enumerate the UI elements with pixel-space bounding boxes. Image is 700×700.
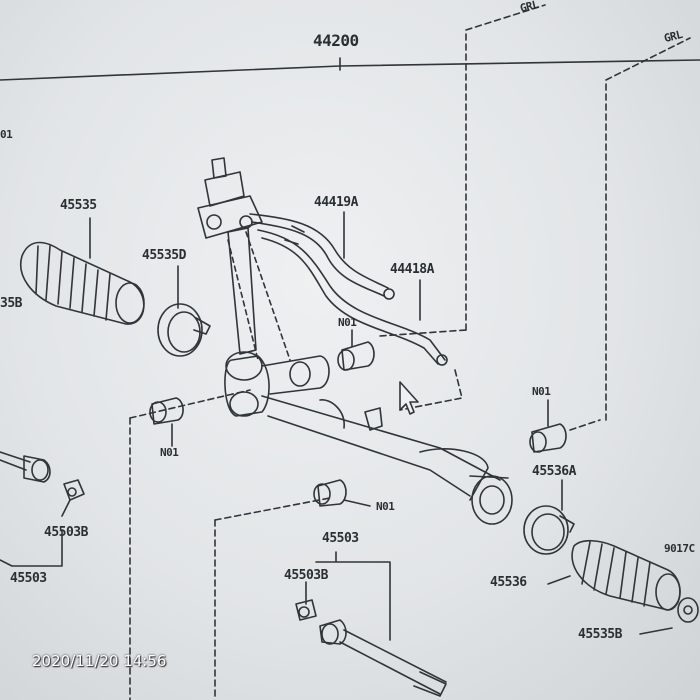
- label-bushing-right: N01: [532, 385, 551, 398]
- assembly-bracket-line: [0, 59, 700, 81]
- label-boot-right: 45536: [490, 575, 527, 590]
- boot-left: [19, 241, 145, 325]
- valve-body: [197, 157, 291, 361]
- bushing-bottom: [313, 479, 347, 507]
- label-clamp-left: 45535D: [142, 248, 186, 263]
- label-boot-left: 45535: [60, 198, 97, 213]
- label-bushing-bottom: N01: [376, 500, 395, 513]
- pointer-cursor: [399, 381, 419, 415]
- label-assembly: 44200: [313, 31, 359, 50]
- label-edge-right: 9017C: [664, 542, 695, 555]
- label-bushing-top: N01: [338, 316, 357, 329]
- label-tube-b: 44418A: [390, 262, 434, 277]
- bushing-top: [337, 341, 375, 371]
- clamp-right: [523, 505, 575, 555]
- tierod-center: [295, 599, 447, 697]
- clamp-left: [157, 303, 211, 357]
- nut-right: [677, 597, 699, 623]
- label-nut-center: 45503B: [284, 568, 328, 583]
- label-nut-left: 45503B: [44, 525, 88, 540]
- photo-timestamp: 2020/11/20 14:56: [32, 652, 167, 670]
- bushing-right: [529, 423, 567, 453]
- hydraulic-tubes: [249, 213, 448, 366]
- ref-leader-1: [465, 4, 546, 331]
- bushing-left: [149, 397, 184, 425]
- label-tierod-left: 45503: [10, 571, 47, 586]
- boot-right: [571, 539, 681, 611]
- label-bushing-left: N01: [160, 446, 179, 459]
- label-edge-top-left: 01: [0, 128, 13, 141]
- tierod-left: [0, 451, 85, 501]
- label-tube-a: 44419A: [314, 195, 358, 210]
- ref-leader-2: [605, 37, 691, 421]
- label-tierod-center: 45503: [322, 531, 359, 546]
- label-clamp-right: 45536A: [532, 464, 576, 479]
- label-boot-left-alt: 35B: [0, 296, 22, 311]
- rack-housing: [224, 351, 513, 525]
- label-boot-right-alt: 45535B: [578, 627, 622, 642]
